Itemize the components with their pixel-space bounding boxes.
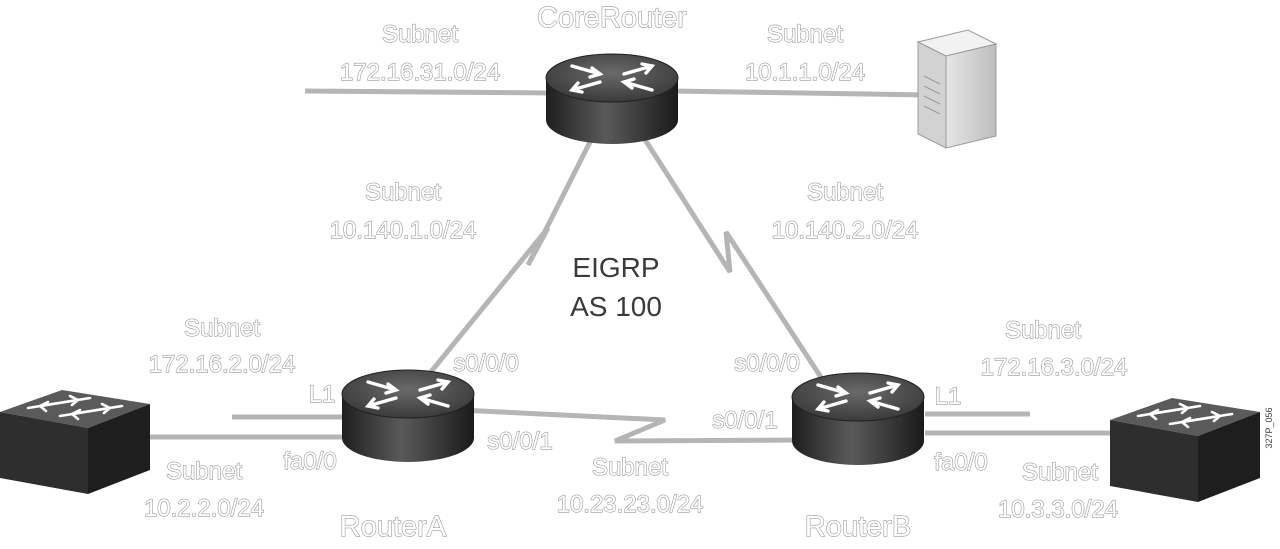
switch-icon-left (0, 390, 150, 494)
server-icon (916, 29, 998, 149)
routera-fa00-label: fa0/0 (283, 448, 336, 475)
router-icon-core (545, 53, 679, 144)
subnet-a-b-label: Subnet (592, 454, 668, 481)
routera-l1-label: L1 (309, 381, 336, 408)
protocol-as: AS 100 (570, 291, 662, 322)
subnet-b-loopback-label: Subnet (1005, 317, 1081, 344)
subnet-core-a-value: 10.140.1.0/24 (330, 217, 477, 244)
links (148, 88, 1120, 444)
switch-arrows-icon (26, 394, 124, 421)
link-core-routerb-serial (639, 133, 831, 390)
subnet-core-b-value: 10.140.2.0/24 (772, 217, 919, 244)
protocol-name: EIGRP (572, 252, 659, 283)
router-arrows-icon (364, 378, 452, 410)
subnet-a-loopback-value: 172.16.2.0/24 (149, 351, 296, 378)
subnet-b-lan-value: 10.3.3.0/24 (998, 496, 1118, 523)
routerb-l1-label: L1 (935, 383, 962, 410)
router-a-name: RouterA (340, 511, 447, 543)
routerb-s001-label: s0/0/1 (712, 407, 777, 434)
core-router-name: CoreRouter (537, 2, 687, 34)
subnet-b-loopback-value: 172.16.3.0/24 (981, 354, 1128, 381)
subnet-a-loopback-label: Subnet (184, 315, 260, 342)
router-arrows-icon (568, 62, 656, 94)
subnet-core-left-value: 172.16.31.0/24 (340, 59, 500, 86)
routera-s000-label: s0/0/0 (453, 350, 518, 377)
routerb-s000-label: s0/0/0 (734, 350, 799, 377)
figure-id: 327P_056 (1264, 407, 1274, 448)
link-core-left-lan (304, 88, 556, 96)
subnet-a-lan-label: Subnet (166, 458, 242, 485)
router-icon-a (341, 369, 475, 462)
switch-arrows-icon (1136, 402, 1234, 429)
subnet-core-right-value: 10.1.1.0/24 (745, 59, 865, 86)
subnet-b-lan-label: Subnet (1022, 459, 1098, 486)
subnet-core-right-label: Subnet (767, 21, 843, 48)
switch-icon-right (1110, 398, 1260, 502)
subnet-core-a-label: Subnet (365, 179, 441, 206)
subnet-a-lan-value: 10.2.2.0/24 (144, 495, 264, 522)
routera-s001-label: s0/0/1 (487, 428, 552, 455)
link-core-server (669, 88, 931, 98)
link-routera-routerb-serial (459, 407, 801, 444)
router-arrows-icon (814, 381, 902, 413)
link-core-routera-serial (406, 136, 595, 402)
router-b-name: RouterB (805, 511, 911, 543)
routerb-fa00-label: fa0/0 (934, 449, 987, 476)
subnet-core-b-label: Subnet (807, 179, 883, 206)
subnet-a-b-value: 10.23.23.0/24 (557, 491, 704, 518)
router-icon-b (791, 372, 925, 465)
subnet-core-left-label: Subnet (382, 21, 458, 48)
